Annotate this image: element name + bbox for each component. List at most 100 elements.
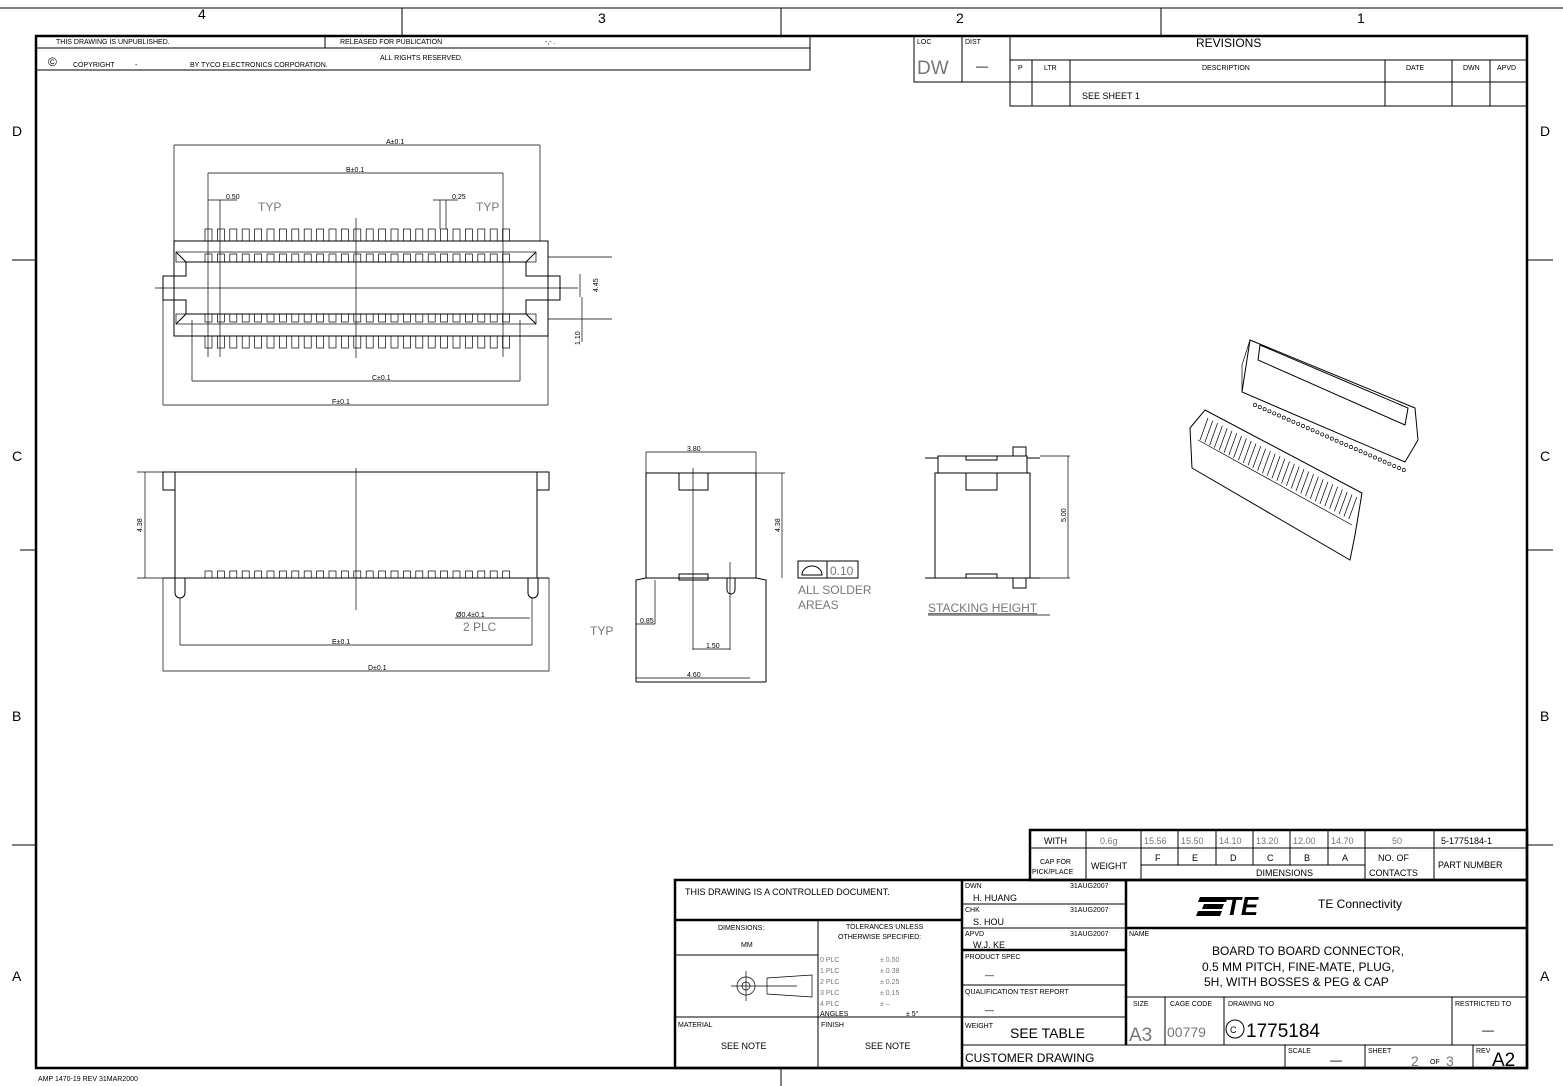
- zone-col-1: 1: [1357, 10, 1365, 26]
- side-pin: [427, 570, 436, 579]
- iso-contact: [1223, 430, 1233, 453]
- iso-contact-top: [1392, 463, 1397, 468]
- iso-contact-top: [1272, 411, 1277, 416]
- revisions-title: REVISIONS: [1196, 36, 1261, 50]
- typ-label-3: TYP: [590, 624, 613, 638]
- product-spec-label: PRODUCT SPEC: [965, 954, 1021, 961]
- iso-contact-top: [1257, 405, 1262, 410]
- zone-row-a: A: [12, 968, 22, 984]
- iso-contact: [1338, 491, 1348, 515]
- restricted-label: RESTRICTED TO: [1455, 1001, 1512, 1008]
- iso-contact-top: [1315, 430, 1320, 435]
- side-pin: [217, 570, 225, 579]
- dim-h2: 1.10: [575, 331, 582, 345]
- side-pin: [291, 570, 300, 579]
- contact-pin: [502, 335, 510, 349]
- flatness-value: 0.10: [830, 564, 854, 578]
- iso-contact-top: [1277, 413, 1281, 418]
- isometric-view: [1189, 339, 1419, 561]
- side-pin: [477, 570, 486, 579]
- contact-pin: [465, 228, 473, 242]
- iso-contact-top: [1344, 442, 1349, 447]
- part-number: 5-1775184-1: [1441, 836, 1492, 846]
- size-label: SIZE: [1133, 1001, 1149, 1008]
- stacking-height-dim: 5.00: [1061, 508, 1068, 522]
- sheet-number: 2: [1411, 1053, 1419, 1069]
- dimensions-unit: MM: [741, 942, 753, 949]
- contact-pin: [502, 253, 510, 263]
- contact-pin: [316, 313, 324, 323]
- contact-pin: [427, 313, 436, 323]
- iso-contact: [1271, 456, 1281, 479]
- iso-contact: [1214, 425, 1223, 448]
- iso-contact-top: [1373, 455, 1377, 460]
- contact-pin: [427, 228, 436, 242]
- contact-pin: [452, 253, 461, 263]
- contact-pin: [316, 335, 324, 349]
- finish-value: SEE NOTE: [865, 1041, 911, 1051]
- stacking-view: 5.00 STACKING HEIGHT: [925, 446, 1070, 616]
- contact-pin: [353, 253, 362, 263]
- released-label: RELEASED FOR PUBLICATION: [340, 39, 442, 46]
- contact-pin: [254, 253, 262, 263]
- weight-value: SEE TABLE: [1010, 1025, 1085, 1041]
- sheet-label: SHEET: [1368, 1048, 1392, 1055]
- contact-pin: [217, 335, 225, 349]
- flatness-callout: 0.10 ALL SOLDER AREAS: [797, 560, 872, 612]
- chk-name: S. HOU: [973, 917, 1004, 927]
- tolerance-plc: 0 PLC: [820, 957, 839, 964]
- contact-pin: [279, 313, 287, 323]
- iso-contact: [1262, 451, 1271, 474]
- iso-contact: [1348, 496, 1358, 520]
- side-pin: [465, 570, 473, 579]
- dist-value: —: [976, 59, 988, 73]
- publication-header: THIS DRAWING IS UNPUBLISHED. RELEASED FO…: [35, 35, 811, 71]
- dim-pitch: 0.50: [226, 194, 240, 201]
- contact-pin: [229, 253, 238, 263]
- iso-contact-top: [1358, 449, 1363, 454]
- dwn-date: 31AUG2007: [1070, 883, 1109, 890]
- company-name: TE Connectivity: [1318, 897, 1402, 911]
- iso-contact-top: [1310, 428, 1315, 433]
- iso-contact: [1228, 433, 1238, 456]
- contact-pin: [390, 335, 399, 349]
- rev-col-description: DESCRIPTION: [1202, 65, 1250, 72]
- te-logo: TE: [1196, 891, 1259, 921]
- iso-contact-top: [1387, 461, 1392, 466]
- iso-contact-top: [1267, 409, 1272, 414]
- contact-pin: [303, 253, 312, 263]
- side-pin: [341, 570, 349, 579]
- side-pin: [316, 570, 324, 579]
- contact-pin: [390, 253, 399, 263]
- contact-pin: [415, 228, 424, 242]
- dim-letter-c: C: [1267, 853, 1274, 863]
- contact-pin: [477, 253, 486, 263]
- chk-date: 31AUG2007: [1070, 907, 1109, 914]
- zone-row-d: D: [12, 123, 22, 139]
- iso-contact-top: [1397, 466, 1401, 470]
- contact-pin: [365, 335, 374, 349]
- iso-contact: [1305, 473, 1314, 497]
- apvd-label: APVD: [965, 931, 984, 938]
- title-block: THIS DRAWING IS A CONTROLLED DOCUMENT. D…: [673, 878, 1529, 1071]
- size-value: A3: [1129, 1025, 1152, 1046]
- contact-pin: [502, 228, 510, 242]
- top-view: A±0.1 B±0.1 0.50 TYP 0.25 TYP C±0.1 F±0.…: [155, 139, 612, 406]
- rev-value: A2: [1492, 1050, 1515, 1071]
- contact-pin: [217, 253, 225, 263]
- zone-row-b-right: B: [1540, 708, 1549, 724]
- contact-pin: [353, 228, 362, 242]
- zone-col-2: 2: [956, 10, 964, 26]
- side-pin: [353, 570, 362, 579]
- contact-pin: [279, 228, 287, 242]
- contact-pin: [328, 335, 337, 349]
- zone-col-3: 3: [598, 10, 606, 26]
- contact-pin: [341, 313, 349, 323]
- contact-pin: [328, 253, 337, 263]
- iso-contact-top: [1334, 438, 1339, 443]
- dim-value-c: 13.20: [1256, 836, 1279, 846]
- sheet-total: 3: [1446, 1053, 1454, 1069]
- contact-pin: [477, 335, 486, 349]
- side-view: 4.38 Ø0.4±0.1 2 PLC E±0.1 D±0.1 TYP: [137, 468, 613, 672]
